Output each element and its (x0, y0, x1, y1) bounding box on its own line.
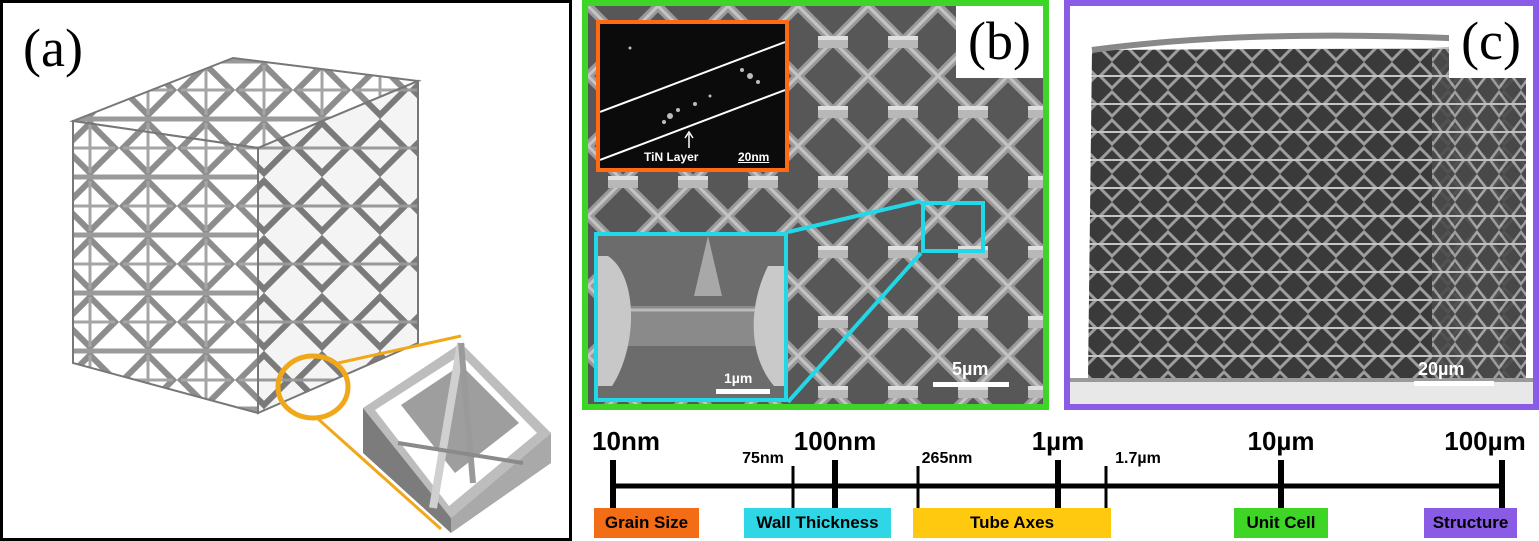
tick-label: 265nm (921, 450, 973, 467)
panel-label: (c) (1461, 11, 1521, 71)
length-scale-axis: 10nm 100nm 1µm 10µm 100µm 75nm 265nm 1.7… (582, 420, 1539, 541)
highlight-circle (275, 353, 351, 421)
panel-b: TiN Layer 20nm 1µm 5µm (b) (582, 0, 1049, 410)
unit-cell (363, 342, 551, 533)
category-unit-cell: Unit Cell (1234, 508, 1328, 538)
callout-line (337, 334, 462, 365)
tem-inset: TiN Layer 20nm (596, 20, 789, 172)
panel-a: (a) (0, 0, 572, 541)
axis-line-art (610, 460, 1505, 512)
lattice-side (1432, 42, 1526, 384)
lattice-front (1088, 42, 1526, 384)
tick-label: 10nm (592, 426, 660, 456)
lattice-render (69, 56, 551, 533)
category-tube-axes: Tube Axes (913, 508, 1111, 538)
panel-label-box: (c) (1449, 6, 1533, 78)
tem-image (600, 41, 785, 161)
lattice-front-face (72, 119, 259, 415)
sem-structure (1070, 32, 1533, 404)
zoom-scale-bar (716, 389, 770, 394)
scale-bar (1414, 381, 1494, 386)
tick-label: 10µm (1247, 426, 1315, 456)
zoom-connector (786, 251, 923, 404)
category-grain-size: Grain Size (594, 508, 699, 538)
lattice-side-face (257, 79, 419, 415)
zoom-region-box (921, 201, 985, 253)
zoom-connector (787, 199, 922, 234)
panel-c: 20µm (c) (1064, 0, 1539, 410)
tem-annotation: TiN Layer (644, 150, 699, 164)
tem-scale-label: 20nm (738, 150, 770, 164)
panel-label: (a) (23, 18, 83, 78)
panel-label: (b) (968, 11, 1031, 71)
zoom-inset: 1µm (594, 232, 788, 402)
scale-label: 5µm (952, 359, 989, 379)
zoom-image (598, 236, 784, 398)
category-structure: Structure (1424, 508, 1517, 538)
scale-bar (933, 382, 1009, 387)
tick-label: 100µm (1444, 426, 1526, 456)
category-wall-thickness: Wall Thickness (744, 508, 891, 538)
scale-label: 20µm (1418, 359, 1465, 379)
tick-label: 100nm (793, 426, 877, 456)
tick-label: 1.7µm (1115, 450, 1161, 467)
tick-label: 75nm (742, 450, 784, 467)
tick-label: 1µm (1031, 426, 1085, 456)
callout-line (315, 416, 443, 531)
panel-label-box: (b) (956, 6, 1043, 78)
zoom-scale-label: 1µm (724, 370, 753, 386)
